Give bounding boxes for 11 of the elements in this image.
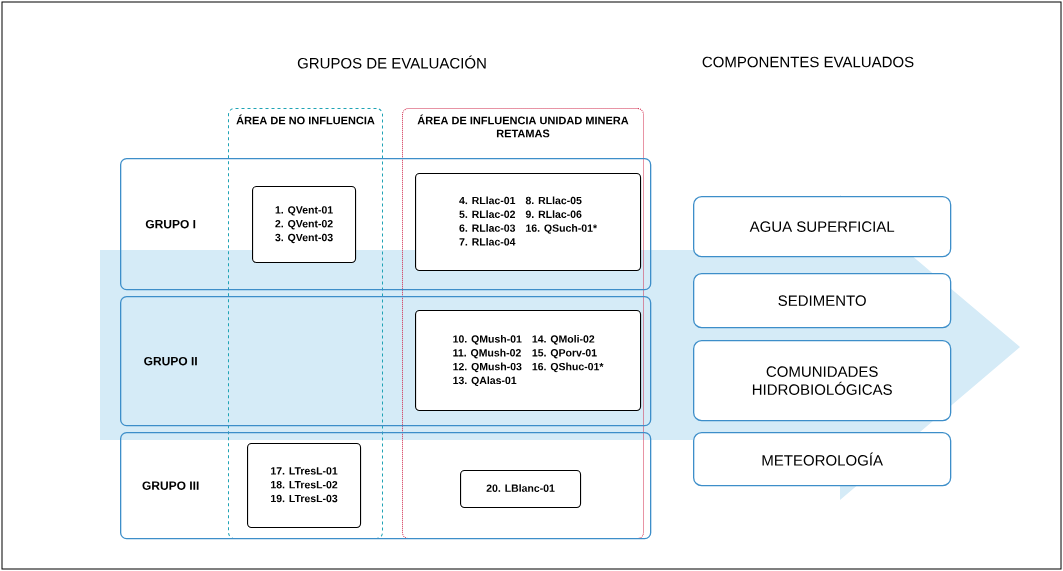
station-list-box: 20. LBlanc-01: [460, 470, 582, 509]
section-heading: COMPONENTES EVALUADOS: [702, 56, 914, 68]
station-list-box: 17. LTresL-01 18. LTresL-02 19. LTresL-03: [247, 443, 362, 529]
component-box: SEDIMENTO: [693, 273, 952, 329]
component-box: AGUA SUPERFICIAL: [693, 196, 952, 258]
station-list-box: 4. RLlac-01 8. RLlac-05 5. RLlac-02 9. RLlac-06 6. RLlac-03 16. QSuch-01* 7. RLlac-04: [415, 173, 642, 272]
section-heading: GRUPOS DE EVALUACIÓN: [297, 55, 486, 69]
component-box: COMUNIDADES HIDROBIOLÓGICAS: [693, 340, 952, 422]
station-list-box: 1. QVent-01 2. QVent-02 3. QVent-03: [252, 186, 357, 264]
component-box: METEOROLOGÍA: [693, 432, 952, 487]
station-list-box: 10. QMush-01 14. QMoli-02 11. QMush-02 15. QPorv-01 12. QMush-03 16. QShuc-01* 13. QAlas-01: [415, 310, 642, 412]
